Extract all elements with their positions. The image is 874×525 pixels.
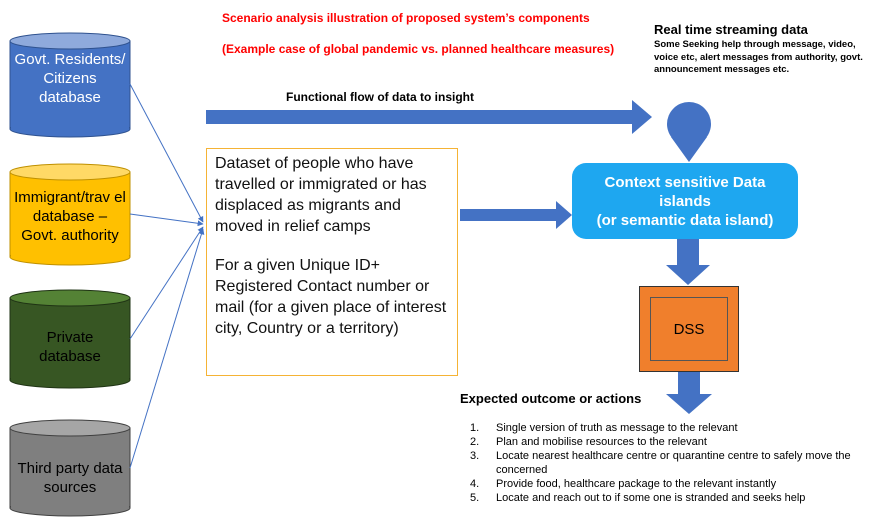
streaming-pin-icon: [667, 102, 711, 162]
dss-to-outcome-arrow: [666, 372, 712, 414]
list-item: 2.Plan and mobilise resources to the rel…: [470, 436, 707, 448]
dataset-description: Dataset of people who have travelled or …: [215, 155, 427, 235]
context-box-line2: (or semantic data island): [596, 212, 774, 229]
diagram-subtitle: (Example case of global pandemic vs. pla…: [222, 42, 615, 56]
list-item: 5. Locate and reach out to if some one i…: [470, 492, 806, 504]
context-data-islands-box[interactable]: Context sensitive Data islands (or seman…: [572, 163, 798, 239]
context-to-dss-arrow: [666, 239, 710, 285]
db-cylinder-thirdparty[interactable]: [9, 419, 131, 517]
outcome-list: 1.Single version of truth as message to …: [470, 421, 870, 505]
list-item: 4.Provide food, healthcare package to th…: [470, 478, 777, 490]
realtime-title: Real time streaming data: [654, 22, 808, 37]
list-item: 1.Single version of truth as message to …: [470, 422, 738, 434]
flow-arrow: [206, 100, 652, 134]
context-box-line1: Context sensitive Data islands: [604, 174, 766, 210]
list-item: 3.Locate nearest healthcare centre or qu…: [470, 450, 851, 476]
diagram-title: Scenario analysis illustration of propos…: [222, 11, 590, 25]
db-cylinder-immigrant[interactable]: [9, 163, 131, 266]
flow-label: Functional flow of data to insight: [286, 90, 474, 104]
connector-lines: [129, 83, 205, 469]
dataset-query-criteria: For a given Unique ID+ Registered Contac…: [215, 257, 447, 337]
db-label-private: Private database: [39, 329, 101, 365]
db-label-thirdparty: Third party data sources: [17, 460, 123, 496]
realtime-description: Some Seeking help through message, video…: [654, 39, 863, 75]
dataset-box: Dataset of people who have travelled or …: [206, 148, 458, 376]
db-label-immigrant: Immigrant/trav el database – Govt. autho…: [14, 189, 126, 244]
db-label-govt: Govt. Residents/ Citizens database: [14, 51, 126, 106]
dataset-to-context-arrow: [460, 201, 572, 229]
dss-label: DSS: [650, 297, 728, 361]
db-cylinder-private[interactable]: [9, 289, 131, 389]
db-cylinder-govt[interactable]: [9, 32, 131, 138]
outcome-title: Expected outcome or actions: [460, 391, 642, 406]
dss-box[interactable]: DSS: [639, 286, 739, 372]
